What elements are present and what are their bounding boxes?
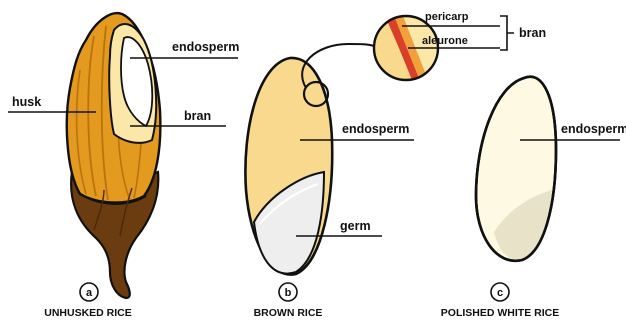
- label-endosperm-a: endosperm: [172, 40, 239, 54]
- badge-c-letter: c: [497, 287, 503, 299]
- badge-a: a: [80, 283, 98, 301]
- badge-c: c: [491, 283, 509, 301]
- label-aleurone: aleurone: [422, 35, 468, 47]
- badge-a-letter: a: [86, 287, 93, 299]
- polished-rice-grain: [476, 77, 556, 261]
- label-endosperm-b: endosperm: [342, 122, 409, 136]
- caption-polished-white-rice: POLISHED WHITE RICE: [441, 307, 559, 319]
- caption-brown-rice: BROWN RICE: [254, 307, 323, 319]
- unhusked-rice-grain: [67, 13, 161, 298]
- label-husk: husk: [12, 95, 41, 109]
- badge-b-letter: b: [285, 287, 292, 299]
- label-bran-a: bran: [184, 109, 211, 123]
- badge-b: b: [279, 283, 297, 301]
- label-germ: germ: [340, 219, 371, 233]
- label-bran-group: bran: [519, 26, 546, 40]
- caption-unhusked-rice: UNHUSKED RICE: [44, 307, 132, 319]
- brown-rice-grain: [245, 44, 374, 275]
- label-endosperm-c: endosperm: [561, 122, 626, 136]
- label-pericarp: pericarp: [425, 11, 469, 23]
